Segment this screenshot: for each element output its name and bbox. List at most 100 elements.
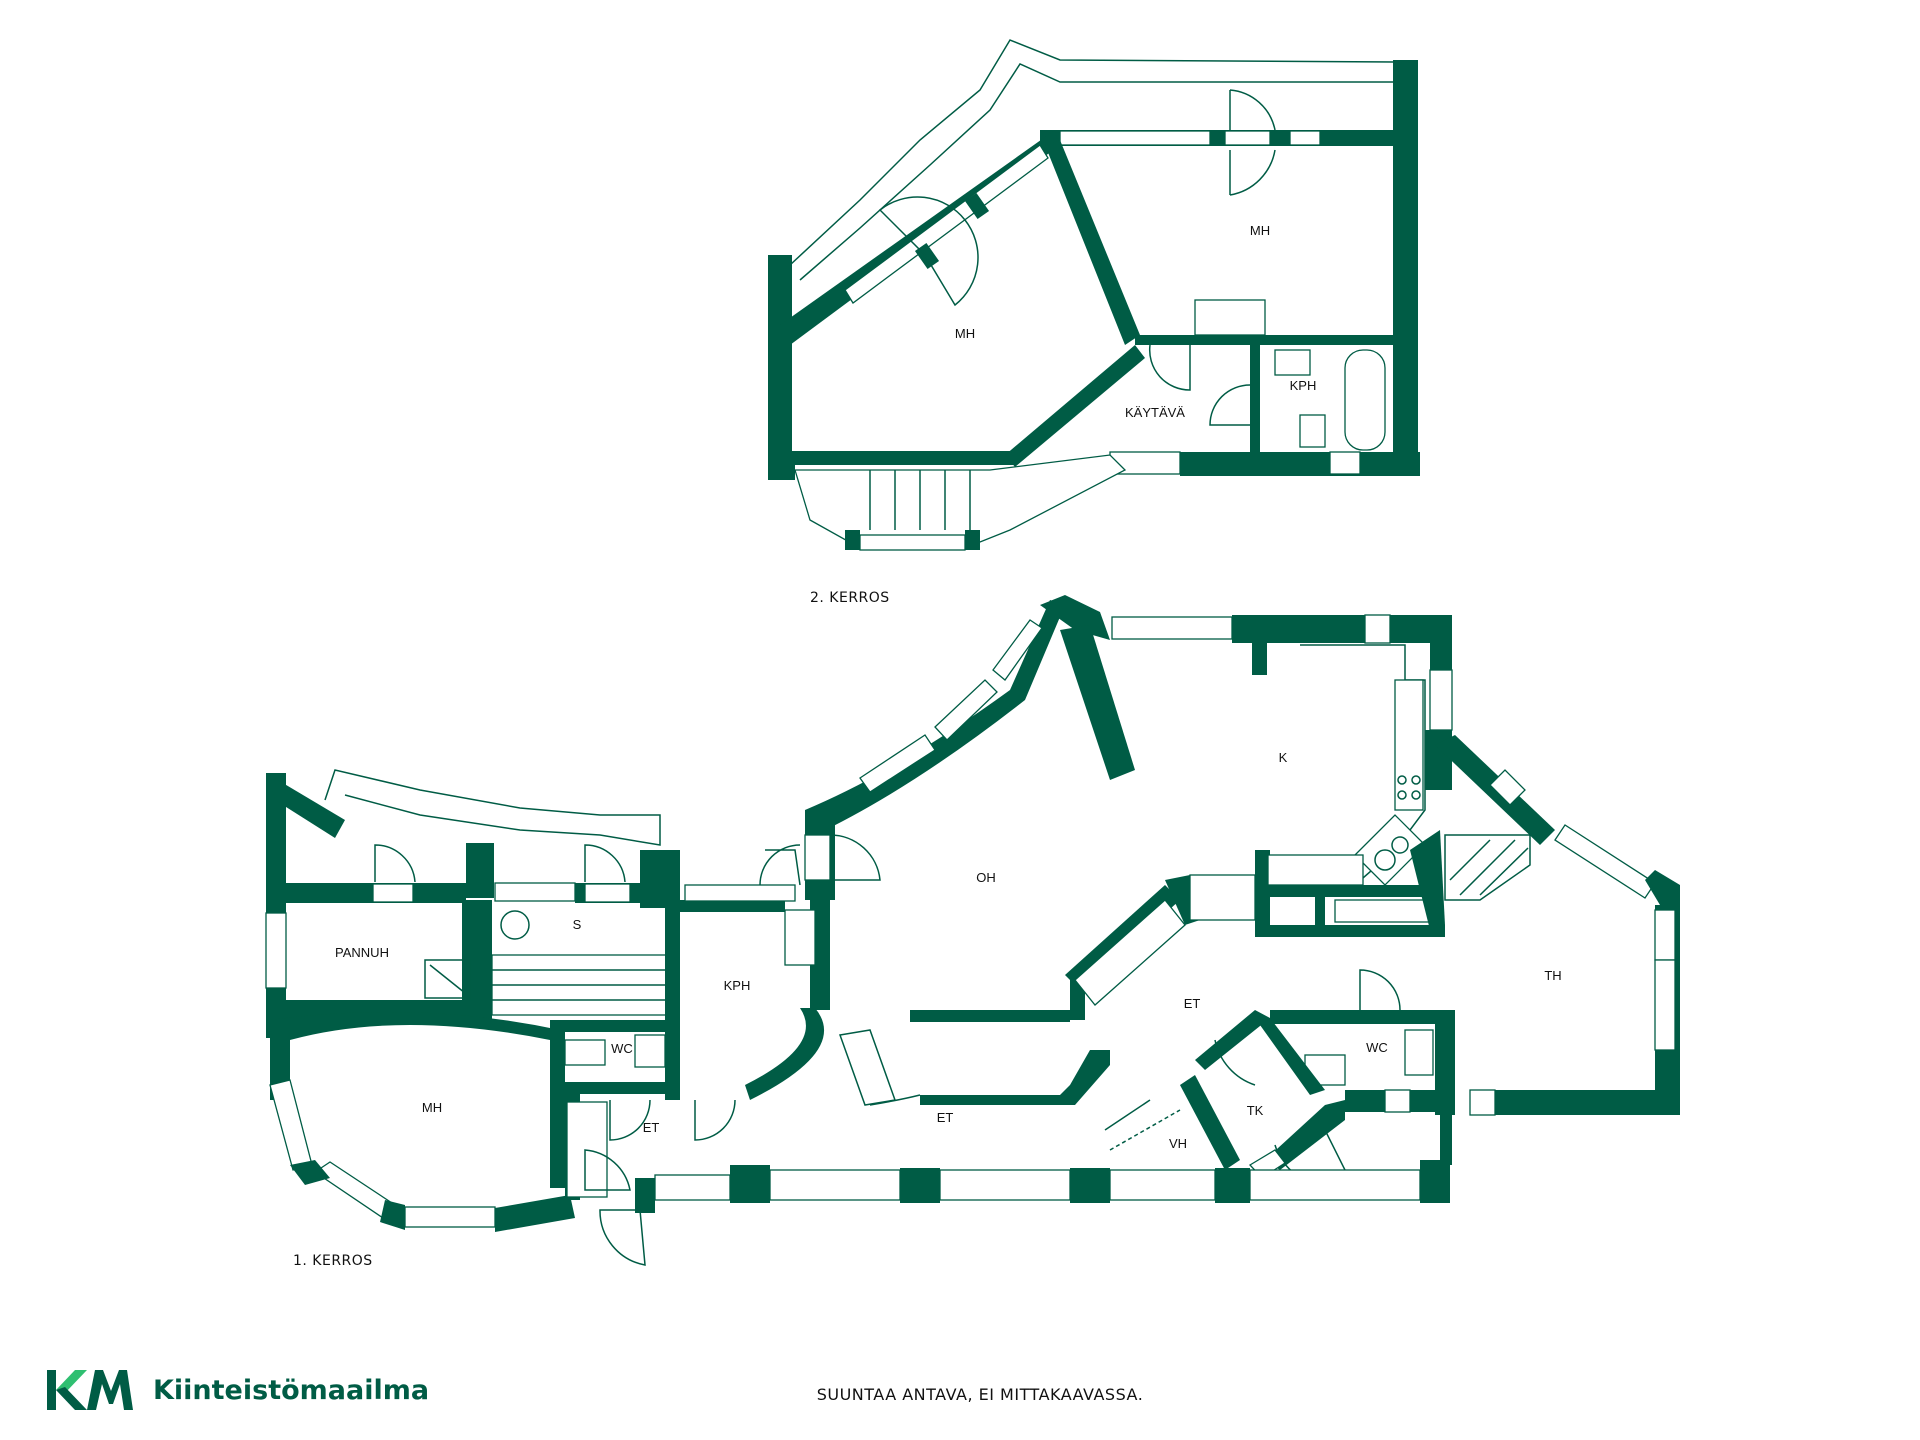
wall [290, 1160, 330, 1185]
window [269, 1079, 313, 1171]
wall [1265, 1100, 1345, 1170]
step [838, 1029, 897, 1106]
curve-line [869, 1094, 921, 1106]
window [1329, 451, 1361, 475]
lower-floor-plan: K OH TH S PANNUH KPH MH WC ET ET ET WC T… [265, 595, 1680, 1266]
room-label: KÄYTÄVÄ [1125, 405, 1185, 420]
room-label: ET [643, 1120, 660, 1135]
water-heater [424, 959, 471, 999]
wall [1430, 615, 1452, 670]
counter [1394, 679, 1424, 811]
wall [1045, 140, 1140, 345]
door-swing [1214, 1039, 1256, 1086]
wall [1420, 1160, 1450, 1203]
wall [1070, 1168, 1110, 1203]
wall [555, 1082, 675, 1094]
wall [266, 773, 286, 1038]
wall [730, 1168, 770, 1203]
sink [1274, 349, 1311, 376]
wall [910, 1010, 1070, 1022]
wall [1435, 1010, 1455, 1115]
sink-basin [1374, 849, 1396, 871]
room-label: KPH [724, 978, 751, 993]
room-label: PANNUH [335, 945, 389, 960]
sink [634, 1034, 666, 1068]
door-swing [878, 196, 979, 307]
window [804, 834, 831, 881]
door-swing [829, 834, 881, 881]
wall [964, 192, 990, 220]
door-swing [1359, 969, 1401, 1011]
wall [665, 900, 680, 1100]
room-label: MH [955, 326, 975, 341]
wall [1255, 1018, 1325, 1095]
shelf [1334, 899, 1436, 923]
window [1224, 130, 1271, 146]
sink-basin [1391, 836, 1409, 854]
wall [1315, 895, 1325, 930]
room-label: K [1279, 750, 1288, 765]
stove-burner [1397, 775, 1407, 785]
wall [550, 1020, 675, 1032]
window [684, 884, 796, 902]
door-swing [759, 844, 801, 886]
wall [1645, 870, 1680, 905]
wall [1440, 1110, 1452, 1165]
balcony-outline [324, 769, 661, 846]
wall [1060, 625, 1135, 780]
window [939, 1169, 1071, 1201]
wall [1215, 1168, 1250, 1203]
bathtub [1344, 349, 1386, 451]
room-label: VH [1169, 1136, 1187, 1151]
wall [920, 1050, 1110, 1105]
stove-burner [1397, 790, 1407, 800]
km-logo-icon [47, 1370, 133, 1410]
room-label: S [573, 917, 582, 932]
window [1554, 824, 1656, 899]
window [992, 619, 1043, 681]
door-swing [584, 1149, 631, 1191]
wall [266, 773, 345, 838]
door-swing [1104, 1099, 1151, 1131]
wall [635, 1178, 655, 1213]
wall [1232, 615, 1452, 643]
window [265, 912, 287, 989]
wall [1255, 925, 1445, 937]
window [1059, 130, 1211, 146]
wall [790, 451, 1015, 465]
wall [1255, 885, 1430, 897]
window [859, 734, 936, 793]
wall [1490, 1090, 1680, 1115]
door-swing [374, 844, 416, 883]
door-swing [1229, 149, 1276, 196]
room-label: MH [1250, 223, 1270, 238]
upper-floor-plan: MH MH KÄYTÄVÄ KPH [768, 39, 1420, 551]
hatch-line [1479, 847, 1529, 896]
door-swing [584, 844, 626, 883]
window [1489, 769, 1526, 806]
wardrobe [1194, 299, 1266, 336]
room-label: ET [937, 1110, 954, 1125]
door-swing [609, 1099, 651, 1141]
window [1364, 614, 1391, 644]
window [404, 1206, 496, 1228]
toilet [564, 1039, 606, 1066]
wall [466, 843, 494, 898]
wall [270, 1012, 560, 1100]
window [1429, 669, 1453, 731]
upper-floor-label: 2. KERROS [810, 590, 890, 606]
wall [1393, 60, 1418, 475]
room-label: TH [1544, 968, 1561, 983]
lower-floor-label: 1. KERROS [293, 1253, 373, 1269]
cabinet [1267, 854, 1364, 886]
brand-name: Kiinteistömaailma [153, 1374, 430, 1406]
window [372, 883, 414, 903]
window [1111, 616, 1233, 640]
window [769, 1169, 901, 1201]
window [494, 882, 576, 902]
fireplace [1444, 834, 1531, 901]
wall [266, 883, 466, 903]
door-swing [599, 1209, 646, 1266]
wall [1135, 335, 1400, 345]
